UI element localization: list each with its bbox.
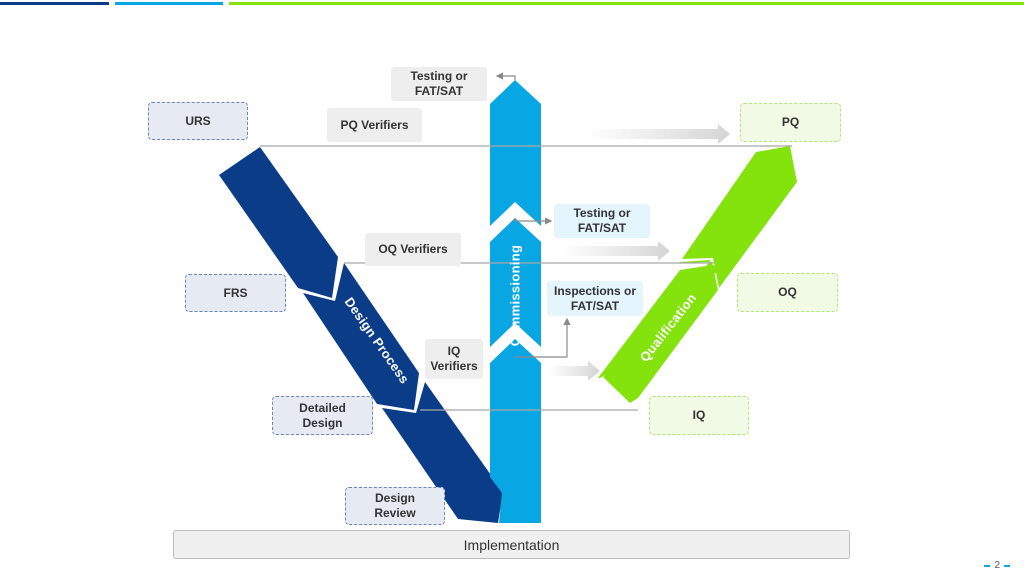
inspections-box: Inspections or FAT/SAT xyxy=(547,281,643,316)
mid-testing-box: Testing or FAT/SAT xyxy=(554,204,650,238)
detailed-design-box: Detailed Design xyxy=(272,396,373,435)
pq-flow-arrow xyxy=(585,124,730,144)
page-number-text: 2 xyxy=(994,560,1000,571)
inspections-connector xyxy=(515,317,571,358)
page-dash-right xyxy=(1004,564,1010,567)
iq-box: IQ xyxy=(649,396,749,435)
urs-box: URS xyxy=(148,102,248,140)
pq-verifiers-box: PQ Verifiers xyxy=(327,108,422,142)
implementation-label: Implementation xyxy=(463,536,560,553)
iq-flow-arrow xyxy=(548,361,600,381)
design-review-box: Design Review xyxy=(345,487,445,525)
mid-testing-connector xyxy=(514,217,553,225)
design-process-arrow xyxy=(219,147,338,298)
commissioning-label: Commissioning xyxy=(507,244,523,347)
implementation-bar: Implementation xyxy=(173,530,850,559)
oq-flow-arrow xyxy=(560,241,670,261)
top-testing-box: Testing or FAT/SAT xyxy=(391,67,487,101)
page-number: 2 xyxy=(984,560,1010,571)
iq-verifiers-box: IQ Verifiers xyxy=(425,339,483,379)
page-dash-left xyxy=(984,564,991,567)
oq-box: OQ xyxy=(737,273,838,312)
header-bar-qualification xyxy=(229,2,1024,5)
frs-box: FRS xyxy=(185,274,286,312)
pq-box: PQ xyxy=(740,103,841,142)
header-bar-design xyxy=(0,2,109,5)
oq-verifiers-box: OQ Verifiers xyxy=(365,233,461,266)
top-testing-connector xyxy=(495,72,516,80)
header-bar-commissioning xyxy=(115,2,223,5)
commissioning-arrow xyxy=(490,80,541,226)
